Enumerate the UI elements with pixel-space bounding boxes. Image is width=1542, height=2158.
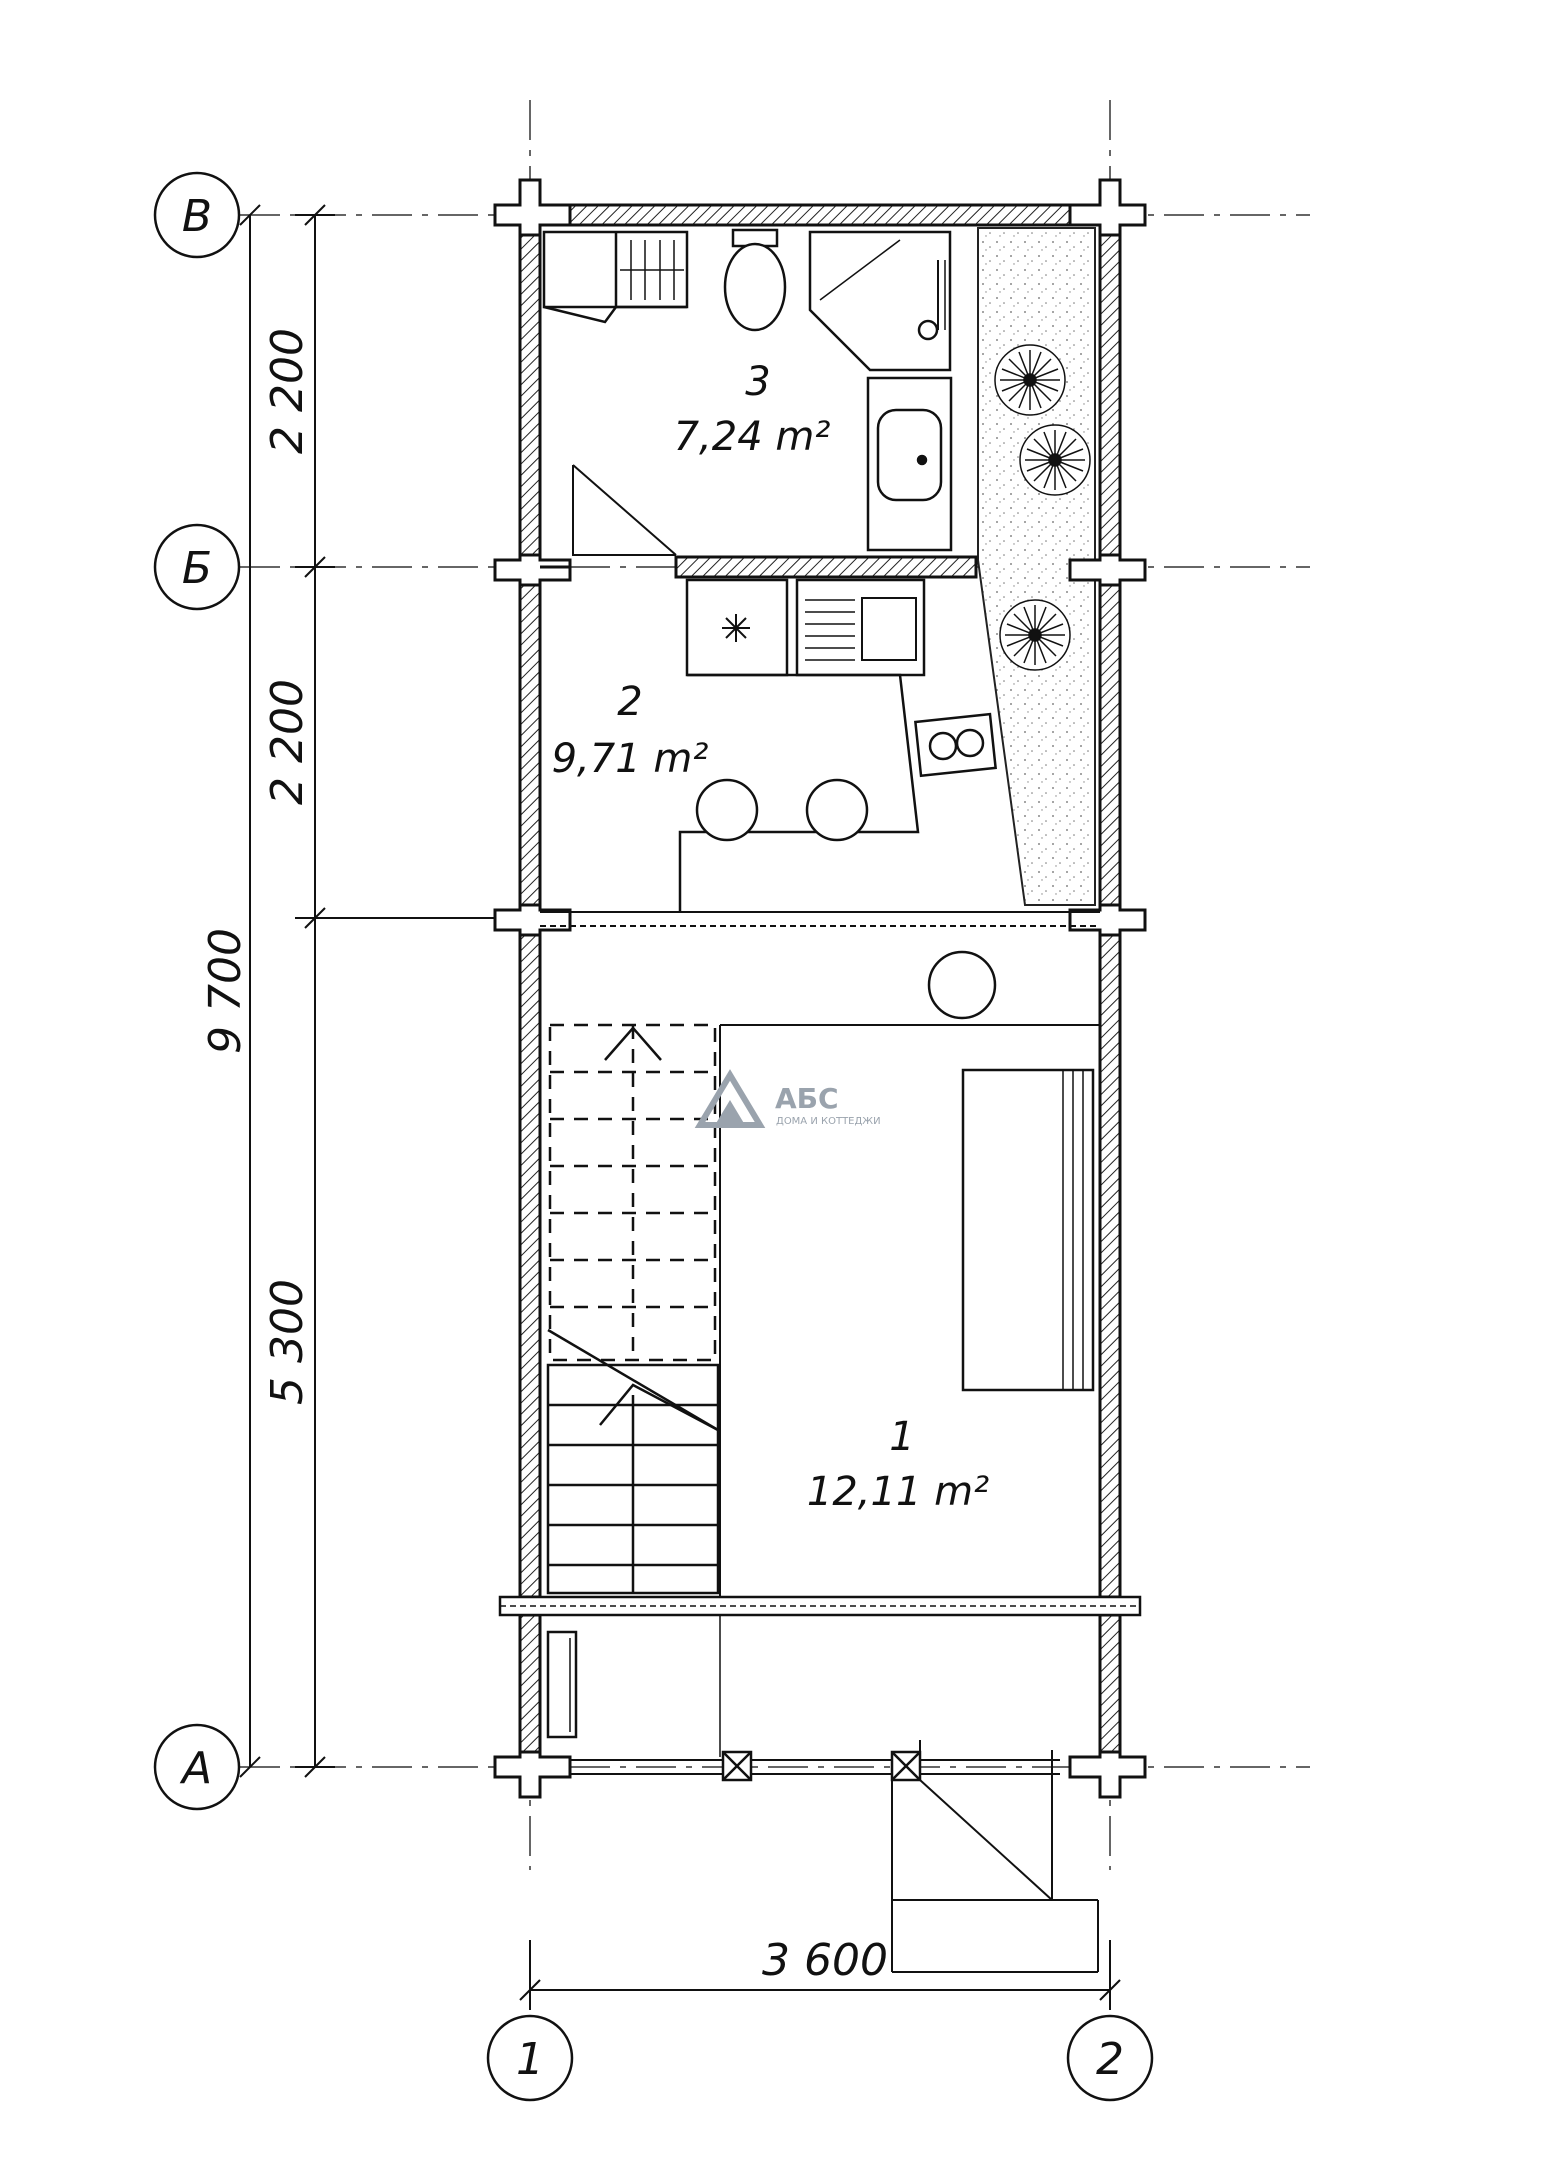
svg-text:2: 2 xyxy=(1096,2034,1124,2085)
svg-text:А: А xyxy=(179,1743,212,1794)
dimension-2200-middle: 2 200 xyxy=(262,679,313,805)
dimension-9700: 9 700 xyxy=(200,928,251,1054)
room-1-area: 12,11 m² xyxy=(807,1469,989,1515)
sofa xyxy=(961,1068,1095,1392)
toilet-bowl xyxy=(723,242,787,332)
plant-icon xyxy=(1019,424,1091,496)
plant-icon xyxy=(999,599,1071,671)
round-table xyxy=(927,950,997,1020)
exterior-walls xyxy=(518,203,1122,1777)
kitchen-fixtures xyxy=(678,578,997,912)
axis-marker-col-1: 1 xyxy=(486,2014,574,2102)
dimension-5300: 5 300 xyxy=(262,1279,313,1405)
room-2-area: 9,71 m² xyxy=(552,736,709,782)
interior-partitions xyxy=(498,555,1142,1617)
axis-marker-col-2: 2 xyxy=(1066,2014,1154,2102)
axis-marker-row-v: В xyxy=(153,171,241,259)
dimension-lines xyxy=(239,204,1121,2010)
stove-icon xyxy=(722,614,750,642)
dimension-2200-top: 2 200 xyxy=(262,328,313,454)
svg-text:1: 1 xyxy=(516,2034,544,2085)
brand-name: АБС xyxy=(775,1082,839,1115)
sink-bowl xyxy=(876,408,943,502)
room-1-number: 1 xyxy=(889,1414,914,1460)
porch xyxy=(546,1615,1099,1973)
axis-marker-row-b: Б xyxy=(153,523,241,611)
brand-watermark: АБС ДОМА И КОТТЕДЖИ xyxy=(694,1069,881,1128)
bar-stool xyxy=(695,778,759,842)
staircase xyxy=(546,1023,720,1595)
svg-text:В: В xyxy=(182,191,212,242)
bathroom-fixtures xyxy=(542,228,953,556)
plants xyxy=(994,344,1091,671)
axis-marker-row-a: А xyxy=(153,1723,241,1811)
brand-tagline: ДОМА И КОТТЕДЖИ xyxy=(776,1116,881,1127)
bar-stool xyxy=(805,778,869,842)
living-fixtures xyxy=(719,950,1100,1597)
porch-bench xyxy=(546,1630,578,1739)
svg-text:Б: Б xyxy=(182,543,212,594)
dimension-3600: 3 600 xyxy=(762,1935,888,1986)
plant-icon xyxy=(994,344,1066,416)
room-3-number: 3 xyxy=(745,359,770,405)
room-2-number: 2 xyxy=(617,679,642,725)
room-3-area: 7,24 m² xyxy=(674,414,831,460)
shower-cabin xyxy=(808,230,952,372)
